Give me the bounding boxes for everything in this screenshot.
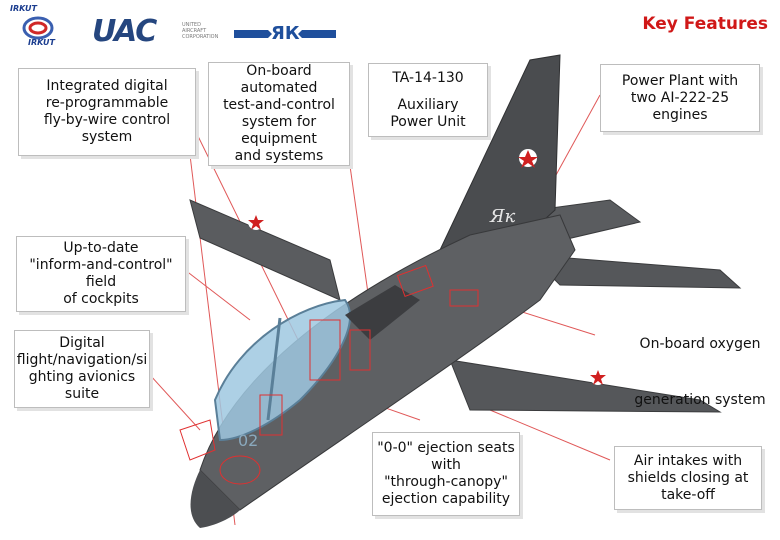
feature-oxygen: On-board oxygen generation system <box>620 302 780 442</box>
uac-sub-line: UNITED <box>182 22 201 28</box>
apu-model: TA-14-130 <box>392 69 464 86</box>
feature-cockpit: Up-to-date "inform-and-control" field of… <box>16 236 186 312</box>
feature-test-control: On-board automated test-and-control syst… <box>208 62 350 166</box>
feature-air-intakes: Air intakes with shields closing at take… <box>614 446 762 510</box>
star-roundels <box>248 149 606 385</box>
yak-logo: ЯК <box>232 22 338 46</box>
oxygen-line-1: On-board oxygen <box>639 336 761 352</box>
right-wing <box>449 359 722 413</box>
feature-apu: TA-14-130 Auxiliary Power Unit <box>368 63 488 137</box>
feature-power-plant: Power Plant with two AI-222-25 engines <box>600 64 760 132</box>
component-outlines <box>179 264 479 485</box>
left-wing <box>189 199 341 301</box>
uac-sub-line: CORPORATION <box>182 34 219 40</box>
oxygen-line-2: generation system <box>634 392 766 408</box>
tail-mark: Як <box>489 206 516 227</box>
uac-logo: UAC UNITED AIRCRAFT CORPORATION <box>92 14 222 49</box>
air-intake <box>345 285 420 340</box>
nose-number: 02 <box>238 431 258 450</box>
canopy <box>213 298 351 442</box>
yak-logo-text: ЯК <box>271 23 300 44</box>
irkut-top-text: IRKUT <box>10 4 38 13</box>
feature-fbw: Integrated digital re-programmable fly-b… <box>18 68 196 156</box>
feature-ejection-seats: "0-0" ejection seats with "through-canop… <box>372 432 520 516</box>
page-title: Key Features <box>642 14 768 34</box>
nose <box>190 470 240 528</box>
uac-logo-text: UAC <box>92 14 157 49</box>
apu-description: Auxiliary Power Unit <box>390 96 466 130</box>
feature-avionics: Digital flight/navigation/si ghting avio… <box>14 330 150 408</box>
irkut-logo: IRKUT IRKUT <box>8 4 68 48</box>
uac-sub-line: AIRCRAFT <box>182 28 207 34</box>
uac-subtitle: UNITED AIRCRAFT CORPORATION <box>182 22 218 40</box>
irkut-bottom-text: IRKUT <box>28 38 56 47</box>
